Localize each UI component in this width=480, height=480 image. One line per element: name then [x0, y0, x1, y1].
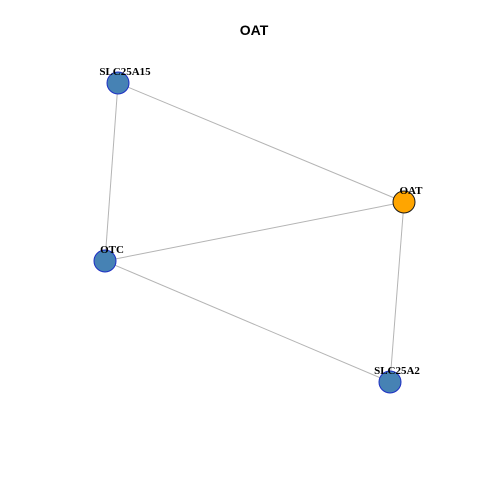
edge-otc-oat — [104, 201, 405, 262]
node-circle-otc[interactable] — [93, 249, 117, 273]
node-circle-slc25a15[interactable] — [106, 71, 130, 95]
graph-title: OAT — [240, 22, 269, 38]
edge-otc-slc25a2 — [104, 260, 391, 383]
node-slc25a15[interactable]: SLC25A15 — [99, 66, 151, 95]
node-label-slc25a2: SLC25A2 — [374, 365, 420, 377]
node-otc[interactable]: OTC — [93, 244, 124, 273]
edge-slc25a15-oat — [117, 82, 405, 203]
node-oat[interactable]: OAT — [392, 185, 423, 214]
node-label-otc: OTC — [100, 244, 124, 256]
edge-slc25a15-otc — [104, 82, 119, 262]
node-circle-oat[interactable] — [392, 190, 416, 214]
node-label-oat: OAT — [399, 185, 423, 197]
node-slc25a2[interactable]: SLC25A2 — [374, 365, 420, 394]
edge-oat-slc25a2 — [389, 201, 405, 383]
node-circle-slc25a2[interactable] — [378, 370, 402, 394]
node-label-slc25a15: SLC25A15 — [99, 66, 151, 78]
edge-layer — [104, 82, 405, 383]
